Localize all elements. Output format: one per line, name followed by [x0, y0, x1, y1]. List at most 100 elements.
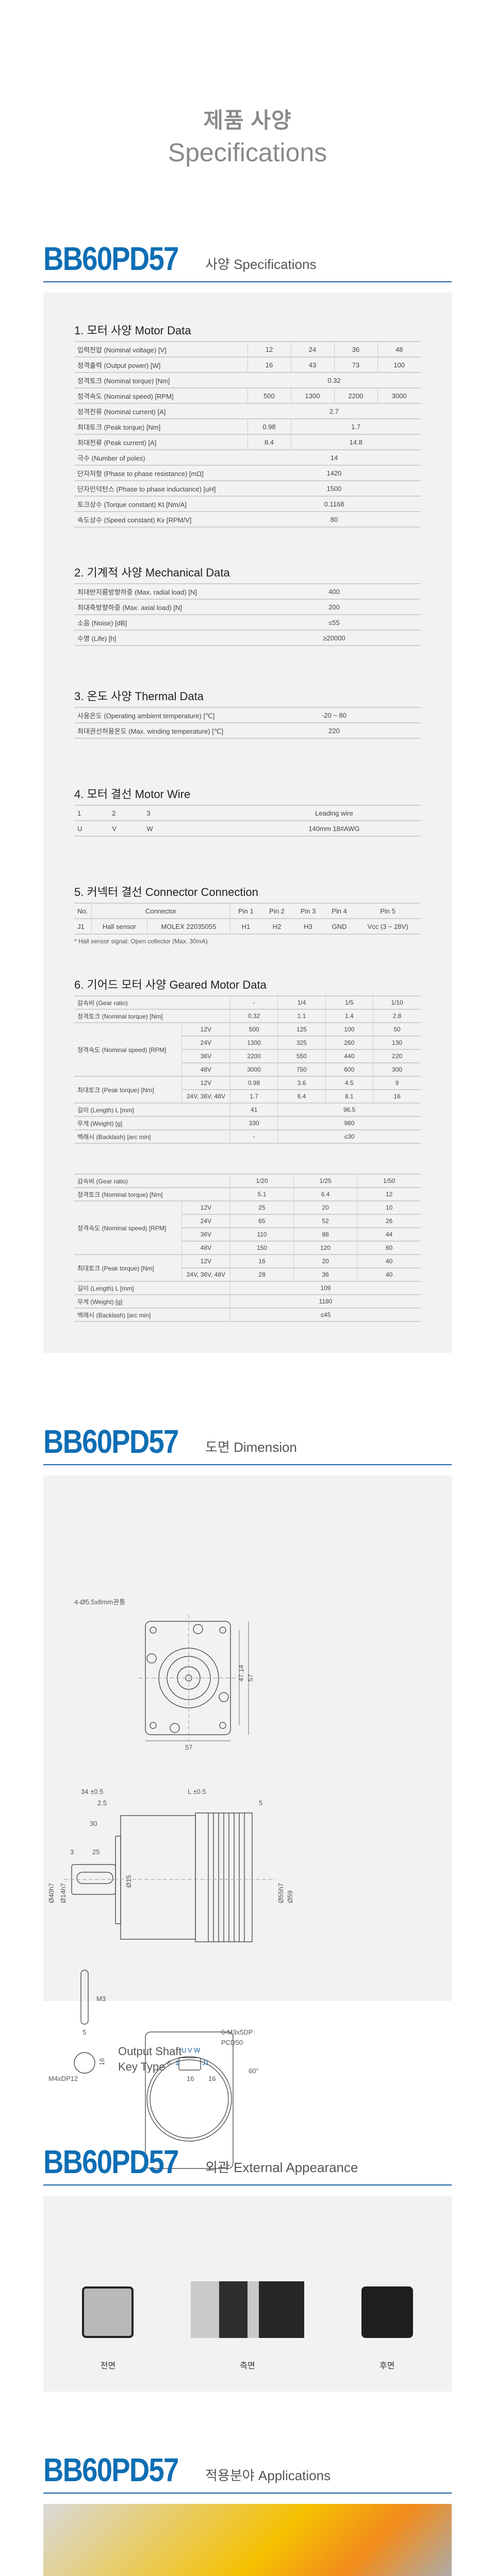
svg-text:6: 6 [167, 2059, 171, 2067]
geared-data-title: 6. 기어드 모터 사양 Geared Motor Data [74, 978, 267, 991]
table-row: 단자인덕턴스 (Phase to phase inductance) [uH]1… [74, 480, 421, 496]
svg-text:1: 1 [175, 2059, 179, 2066]
table-row: 토크상수 (Torque constant) Kt [Nm/A]0.1168 [74, 496, 421, 512]
svg-text:W: W [194, 2046, 201, 2054]
table-row: 백래시 (Backlash) [arc min]-≤30 [74, 1129, 421, 1144]
svg-text:4-Ø5.5x8mm관통: 4-Ø5.5x8mm관통 [74, 1598, 125, 1606]
front-view-label: 전면 [100, 2362, 116, 2370]
svg-text:M4xDP12: M4xDP12 [48, 2075, 78, 2082]
table-row: 정격전류 (Nominal current) [A]2.7 [74, 403, 421, 419]
rear-view-image [361, 2286, 413, 2338]
model-name: BB60PD57 [43, 2451, 179, 2488]
svg-text:3: 3 [70, 1848, 74, 1856]
svg-text:U: U [182, 2046, 186, 2054]
svg-text:Ø14h7: Ø14h7 [59, 1883, 67, 1903]
rear-view: 후면 [361, 2286, 413, 2371]
model-name: BB60PD57 [43, 240, 179, 277]
section-subtitle: 사양 Specifications [205, 257, 317, 272]
svg-text:PCD50: PCD50 [221, 2039, 243, 2046]
svg-text:16: 16 [98, 2058, 106, 2065]
svg-text:25: 25 [92, 1848, 100, 1856]
svg-text:16: 16 [208, 2075, 216, 2082]
svg-text:L ±0.5: L ±0.5 [188, 1788, 206, 1795]
mechanical-data-title: 2. 기계적 사양 Mechanical Data [74, 566, 230, 579]
model-name: BB60PD57 [43, 2143, 179, 2180]
applications-panel: 누리로봇의 BLDC 기어드 모터는 산업용 모터로 공장의 생산공정 자동화 … [43, 2504, 452, 2576]
thermal-data-title: 3. 온도 사양 Thermal Data [74, 690, 204, 703]
table-row: 단자저항 (Phase to phase resistance) [mΩ]142… [74, 465, 421, 481]
side-view-label: 측면 [240, 2362, 255, 2370]
svg-text:Key Type: Key Type [118, 2060, 165, 2073]
hero: 제품 사양 Specifications [0, 0, 495, 222]
connector-note: * Hall sensor signal: Open collector (Ma… [74, 938, 208, 945]
hero-title-ko: 제품 사양 [203, 108, 292, 132]
table-row: 최대권선허용온도 (Max. winding temperature) [℃]2… [74, 722, 421, 739]
hero-title-en: Specifications [168, 138, 327, 167]
svg-text:34 ±0.5: 34 ±0.5 [81, 1788, 103, 1795]
rear-view-label: 후면 [379, 2362, 395, 2370]
motor-wire-title: 4. 모터 결선 Motor Wire [74, 788, 191, 801]
mechanical-data-table: 최대반지름방향하중 (Max. radial load) [N]400 최대축방… [74, 583, 421, 646]
svg-text:Ø55h7: Ø55h7 [277, 1883, 285, 1903]
table-row: 수명 (Life) [h]≥20000 [74, 630, 421, 646]
table-row: 정격토크 (Nominal torque) [Nm]0.32 [74, 372, 421, 388]
spec-panel: 1. 모터 사양 Motor Data 입력전압 (Nominal voltag… [43, 293, 452, 1353]
thermal-data-table: 사용온도 (Operating ambient temperature) [℃]… [74, 707, 421, 739]
table-row: 백래시 (Backlash) [arc min]≤45 [74, 1308, 421, 1322]
side-view: 측면 [190, 2281, 304, 2371]
appearance-panel: 전면 측면 후면 [43, 2196, 452, 2392]
svg-text:Ø15: Ø15 [125, 1875, 133, 1888]
table-row: 속도상수 (Speed constant) Kv [RPM/V]80 [74, 511, 421, 528]
section-header-dimension: BB60PD57 도면 Dimension [43, 1404, 452, 1465]
svg-text:M3: M3 [96, 1995, 106, 2003]
table-row: 최대축방향하중 (Max. axial load) [N]200 [74, 599, 421, 615]
table-row: 사용온도 (Operating ambient temperature) [℃]… [74, 707, 421, 723]
svg-text:5: 5 [259, 1799, 262, 1807]
svg-text:16: 16 [187, 2075, 194, 2082]
svg-text:6-M3x5DP: 6-M3x5DP [221, 2028, 253, 2036]
table-row: 소음 (Noise) [dB]≤55 [74, 614, 421, 630]
table-row: 길이 (Length) L [mm]109 [74, 1281, 421, 1295]
svg-text:J1: J1 [202, 2059, 209, 2066]
front-view-image [82, 2286, 134, 2338]
svg-text:Ø59: Ø59 [286, 1890, 294, 1903]
side-view-image [190, 2281, 304, 2338]
table-row: 극수 (Number of poles)14 [74, 449, 421, 465]
svg-text:30: 30 [90, 1820, 97, 1827]
svg-text:Ø40h7: Ø40h7 [47, 1883, 55, 1903]
svg-text:47.14: 47.14 [237, 1665, 245, 1682]
svg-text:60°: 60° [249, 2067, 259, 2075]
section-header-applications: BB60PD57 적용분야 Applications [43, 2433, 452, 2494]
connector-title: 5. 커넥터 결선 Connector Connection [74, 886, 258, 899]
front-view: 전면 [82, 2286, 134, 2371]
svg-text:V: V [188, 2046, 192, 2054]
factory-photo [43, 2504, 452, 2576]
section-header-spec: BB60PD57 사양 Specifications [43, 222, 452, 282]
